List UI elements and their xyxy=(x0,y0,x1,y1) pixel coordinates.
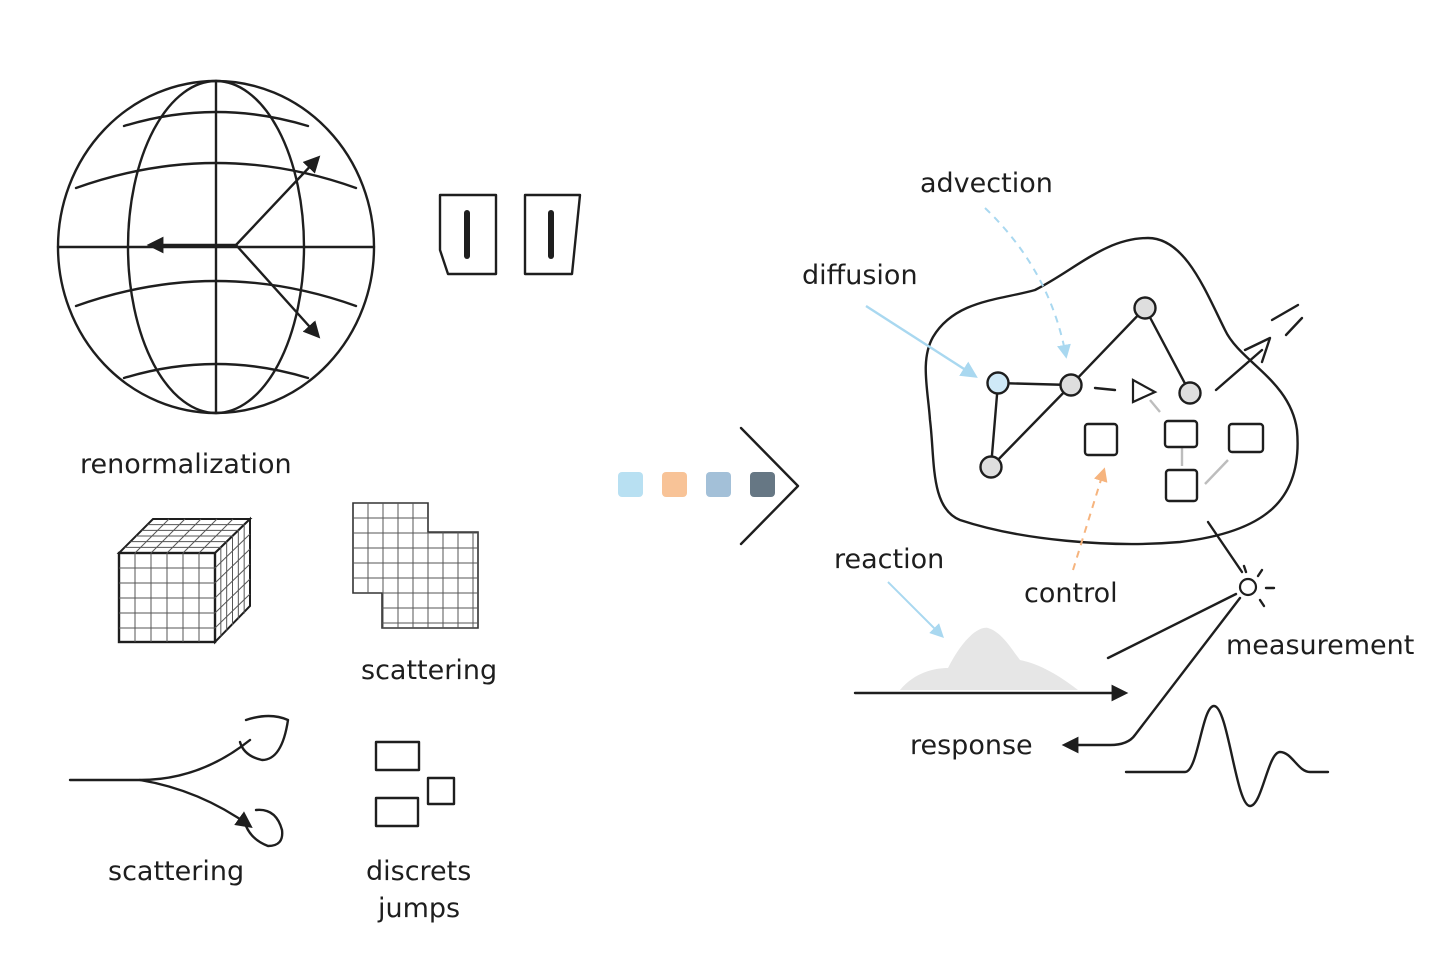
graph-node xyxy=(1133,296,1157,320)
color-swatches xyxy=(618,472,775,497)
graph-node xyxy=(1178,381,1202,405)
reaction-arrow xyxy=(887,581,944,638)
orange-swatch xyxy=(662,472,687,497)
globe-icon xyxy=(56,79,376,415)
measurement-label: measurement xyxy=(1226,630,1414,661)
cup-icon xyxy=(438,193,498,276)
diffusion-arrow xyxy=(865,304,978,378)
control-arrow xyxy=(1072,467,1108,571)
domain-blob xyxy=(924,236,1299,546)
cell-square xyxy=(1227,422,1265,454)
control-label: control xyxy=(1024,578,1118,609)
response-label: response xyxy=(910,730,1033,761)
cell-square xyxy=(1083,422,1119,457)
discrete-jumps-label-line1: discrets xyxy=(366,856,471,887)
reaction-mound xyxy=(900,627,1078,690)
outflow-arrow-icon xyxy=(1214,303,1304,392)
diffusion-label: diffusion xyxy=(802,260,918,291)
advection-label: advection xyxy=(920,168,1053,199)
lattice-cube-icon xyxy=(116,516,253,645)
response-wave xyxy=(1124,704,1330,808)
graph-edges xyxy=(989,306,1229,485)
graph-node xyxy=(1059,373,1083,397)
renormalization-label: renormalization xyxy=(80,449,292,480)
measurement-probe-icon xyxy=(1061,520,1276,754)
chevron-right-icon xyxy=(739,426,800,546)
cell-square xyxy=(1163,419,1199,449)
tiled-grid-icon xyxy=(352,502,479,629)
scattering-branch-icon xyxy=(68,714,290,848)
graph-node xyxy=(986,371,1010,395)
advection-arrow xyxy=(984,207,1071,359)
discrete-jumps-label-line2: jumps xyxy=(377,893,460,924)
slate-swatch xyxy=(750,472,775,497)
cup-icon-2 xyxy=(523,193,582,276)
renormalization-arrows xyxy=(146,155,321,339)
reaction-label: reaction xyxy=(834,544,944,575)
discrete-jumps-icon xyxy=(374,740,456,828)
light-blue-swatch xyxy=(618,472,643,497)
steel-blue-swatch xyxy=(706,472,731,497)
graph-node xyxy=(979,455,1003,479)
scattering-top-label: scattering xyxy=(361,655,497,686)
cell-square xyxy=(1164,468,1199,503)
scattering-bottom-label: scattering xyxy=(108,856,244,887)
